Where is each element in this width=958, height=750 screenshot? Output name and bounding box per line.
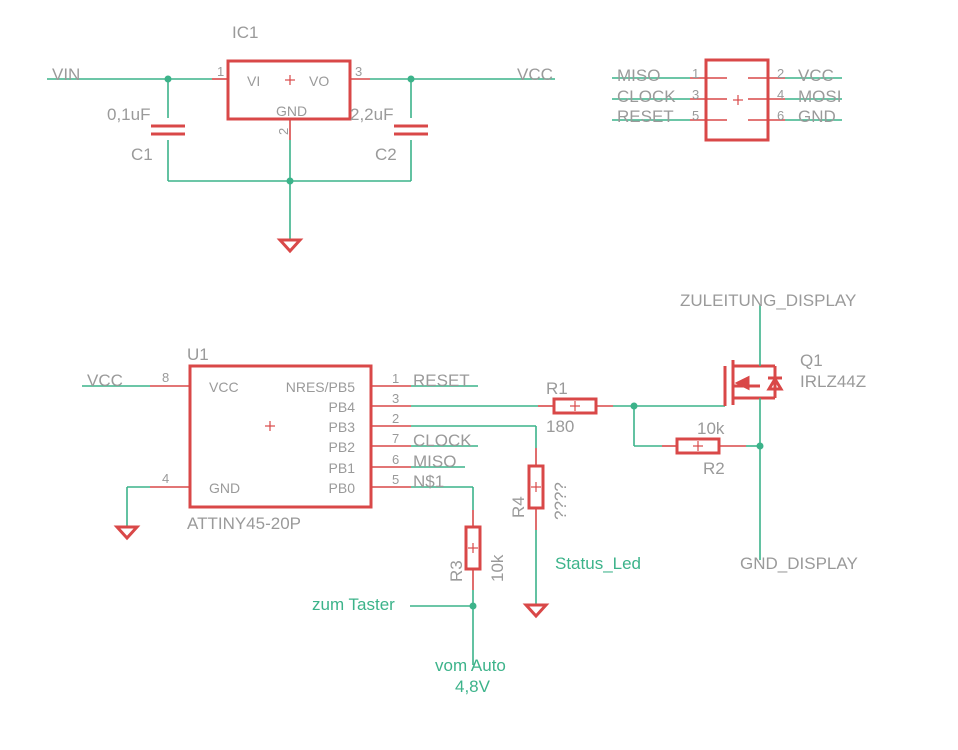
net-gnd-display: GND_DISPLAY — [740, 554, 858, 573]
power-regulator-section: IC1 VI VO GND 1 3 2 0,1uF C1 2,2uF C2 VI… — [47, 23, 555, 254]
ground-symbol — [276, 238, 304, 254]
isp-net-vcc: VCC — [798, 66, 834, 85]
mcu-pin-number-7: 7 — [392, 431, 399, 446]
q1-body-diode — [766, 376, 784, 391]
r4-value: ???? — [551, 482, 570, 520]
r2-value: 10k — [697, 419, 725, 438]
isp-net-mosi: MOSI — [798, 87, 841, 106]
q1-name: Q1 — [800, 351, 823, 370]
output-stage-section: R1 180 10k R2 Q1 IRLZ44Z ZULEITUNG_DISPL… — [312, 291, 866, 696]
ic1-pin1-number: 1 — [217, 64, 224, 79]
c2-name: C2 — [375, 145, 397, 164]
mcu-pin-number-4: 4 — [162, 471, 169, 486]
r4-name: R4 — [509, 496, 528, 518]
net-status-led: Status_Led — [555, 554, 641, 573]
mcu-value: ATTINY45-20P — [187, 514, 301, 533]
ic1-pin3-number: 3 — [355, 64, 362, 79]
mcu-net-vcc: VCC — [87, 371, 123, 390]
mcu-pin-label-nres-pb5: NRES/PB5 — [286, 379, 355, 395]
mcu-pin-label-gnd: GND — [209, 480, 240, 496]
r3-name: R3 — [447, 560, 466, 582]
mcu-pin-number-6: 6 — [392, 452, 399, 467]
mcu-pin-label-pb2: PB2 — [329, 439, 356, 455]
r2-name: R2 — [703, 459, 725, 478]
net-zum-taster: zum Taster — [312, 595, 395, 614]
junction — [407, 75, 415, 83]
mcu-pin-label-pb1: PB1 — [329, 460, 356, 476]
c1-value: 0,1uF — [107, 105, 150, 124]
isp-net-clock: CLOCK — [617, 87, 676, 106]
r1-value: 180 — [546, 417, 574, 436]
ground-symbol — [522, 603, 550, 619]
net-zuleitung-display: ZULEITUNG_DISPLAY — [680, 291, 856, 310]
isp-pin5-number: 5 — [692, 108, 699, 123]
isp-pin4-number: 4 — [777, 87, 784, 102]
isp-net-miso: MISO — [617, 66, 660, 85]
ground-symbol — [113, 525, 141, 541]
mcu-pin-label-pb4: PB4 — [329, 399, 356, 415]
mcu-net-reset: RESET — [413, 371, 470, 390]
r1-name: R1 — [546, 379, 568, 398]
mcu-pin-label-pb0: PB0 — [329, 480, 356, 496]
q1-value: IRLZ44Z — [800, 372, 866, 391]
isp-header-body — [704, 58, 770, 142]
mcu-net-miso: MISO — [413, 452, 456, 471]
isp-net-reset: RESET — [617, 107, 674, 126]
mcu-net-n1: N$1 — [413, 472, 444, 491]
ic1-pin2-number: 2 — [276, 128, 291, 135]
isp-pin2-number: 2 — [777, 66, 784, 81]
isp-pin1-number: 1 — [692, 66, 699, 81]
junction — [469, 602, 477, 610]
mcu-name: U1 — [187, 345, 209, 364]
net-label-vcc: VCC — [517, 65, 553, 84]
junction — [286, 177, 294, 185]
mcu-section: U1 ATTINY45-20P VCC GND 8 4 VCC NRES/PB5… — [82, 345, 478, 541]
ic1-pin-vo-label: VO — [309, 73, 329, 89]
mcu-body — [188, 364, 373, 509]
ic1-pin-vi-label: VI — [247, 73, 260, 89]
net-vom-auto: vom Auto — [435, 656, 506, 675]
c1-name: C1 — [131, 145, 153, 164]
isp-header-section: 1 2 3 4 5 6 MISO VCC CLOCK MOSI RESET GN… — [612, 58, 842, 142]
mcu-pin-number-5: 5 — [392, 472, 399, 487]
junction — [164, 75, 172, 83]
c2-value: 2,2uF — [350, 105, 393, 124]
mcu-pin-number-1: 1 — [392, 371, 399, 386]
mcu-pin-number-3: 3 — [392, 391, 399, 406]
net-vom-auto-voltage: 4,8V — [455, 677, 491, 696]
mcu-pin-number-8: 8 — [162, 370, 169, 385]
ic1-name: IC1 — [232, 23, 258, 42]
r3-value: 10k — [488, 554, 507, 582]
mcu-net-clock: CLOCK — [413, 431, 472, 450]
isp-net-gnd: GND — [798, 107, 836, 126]
mcu-pin-number-2: 2 — [392, 411, 399, 426]
mcu-pin-label-vcc: VCC — [209, 379, 239, 395]
mcu-pin-label-pb3: PB3 — [329, 419, 356, 435]
ic1-pin-gnd-label: GND — [276, 103, 307, 119]
ic1-body — [226, 59, 352, 121]
isp-pin3-number: 3 — [692, 87, 699, 102]
isp-pin6-number: 6 — [777, 108, 784, 123]
net-label-vin: VIN — [52, 65, 80, 84]
